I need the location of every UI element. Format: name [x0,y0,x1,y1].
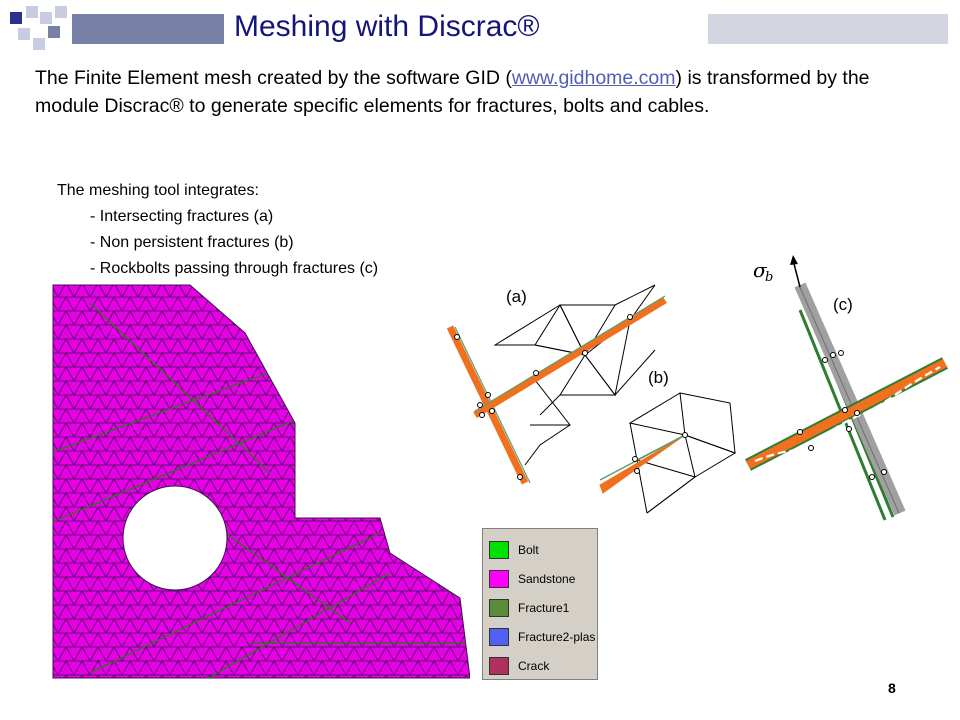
list-item: - Non persistent fractures (b) [90,234,294,251]
intersecting-fractures-diagram [446,284,667,485]
list-item: - Rockbolts passing through fractures (c… [90,260,379,277]
sigma-b-symbol: σ [753,258,768,282]
title-decoration-bar [72,14,224,44]
legend-item-crack: Crack [483,651,597,680]
figure-a-label: (a) [506,287,527,306]
svg-text:b: b [765,270,773,285]
legend-label: Sandstone [518,571,576,586]
figure-c-label: (c) [833,295,853,314]
legend-label: Fracture2-plas [518,629,596,644]
legend-swatch [489,540,509,559]
legend-item-bolt: Bolt [483,535,597,564]
non-persistent-fracture-diagram [599,392,737,514]
material-legend: Bolt Sandstone Fracture1 Fracture2-plas … [482,528,598,680]
legend-label: Crack [518,658,550,673]
legend-swatch [489,627,509,646]
gidhome-link[interactable]: www.gidhome.com [511,67,676,89]
legend-swatch [489,656,509,675]
integrates-heading: The meshing tool integrates: [57,182,259,199]
intro-paragraph: The Finite Element mesh created by the s… [35,67,870,117]
title-decoration-bar-right [708,14,948,44]
legend-item-fracture2-plas: Fracture2-plas [483,622,597,651]
page-number: 8 [888,680,896,696]
legend-swatch [489,598,509,617]
legend-label: Fracture1 [518,600,570,615]
legend-item-fracture1: Fracture1 [483,593,597,622]
list-item: - Intersecting fractures (a) [90,208,274,225]
rockbolt-fracture-diagram: σ b [745,255,948,521]
legend-swatch [489,569,509,588]
legend-label: Bolt [518,542,539,557]
fe-mesh-image [52,284,470,679]
legend-item-sandstone: Sandstone [483,564,597,593]
page-title: Meshing with Discrac® [234,10,540,43]
figure-b-label: (b) [648,368,669,387]
integrates-list: The meshing tool integrates: - Intersect… [57,178,378,282]
